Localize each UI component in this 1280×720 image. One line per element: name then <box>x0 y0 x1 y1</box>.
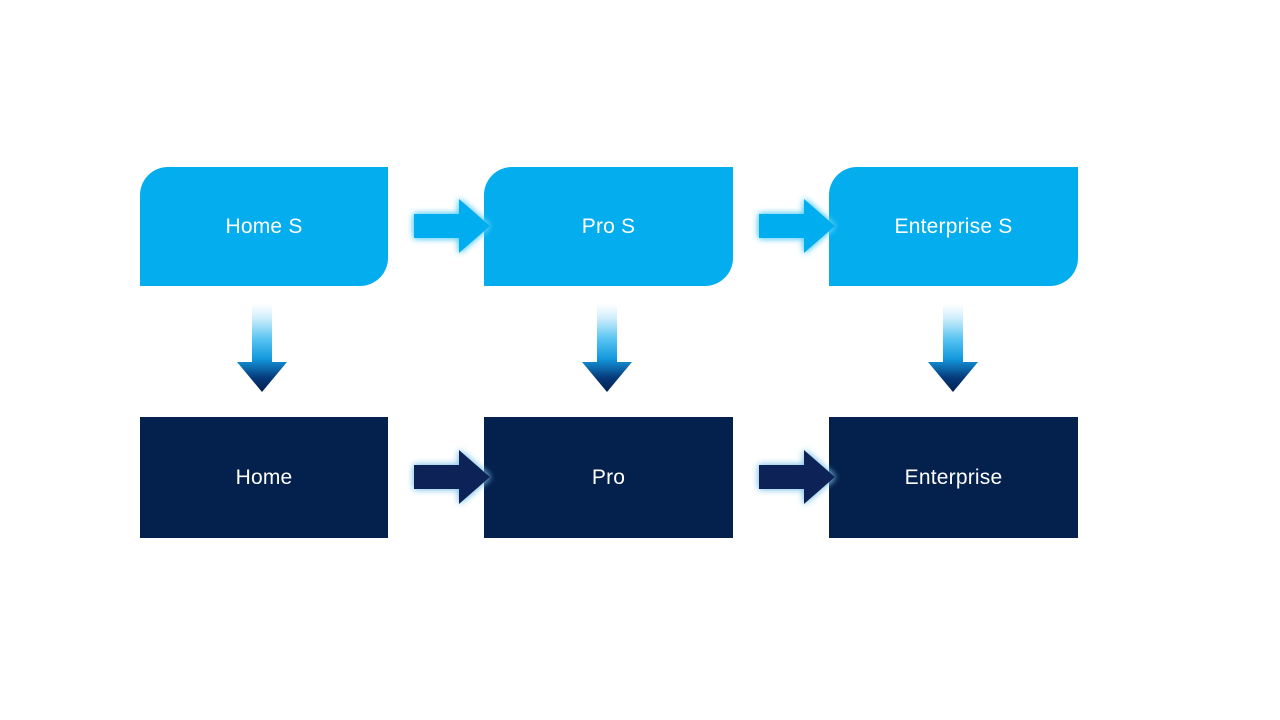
arrow-home-service-to-pro-service <box>404 190 500 262</box>
node-pro-product[interactable]: Pro <box>484 417 733 538</box>
arrow-home-product-to-pro-product <box>404 441 500 513</box>
node-pro-service[interactable]: Pro S <box>484 167 733 286</box>
node-home-service[interactable]: Home S <box>140 167 388 286</box>
right-arrow-icon <box>759 450 835 504</box>
node-label: Pro <box>591 465 626 489</box>
right-arrow-icon <box>414 199 490 253</box>
node-label: Home S <box>225 214 303 238</box>
down-arrow-icon <box>237 304 287 392</box>
node-label: Pro S <box>581 214 636 238</box>
node-enterprise-service[interactable]: Enterprise S <box>829 167 1078 286</box>
node-home-product[interactable]: Home <box>140 417 388 538</box>
node-label: Enterprise S <box>894 214 1013 238</box>
arrow-pro-service-to-enterprise-service <box>749 190 845 262</box>
arrow-enterprise-service-to-enterprise-product <box>919 300 987 400</box>
node-enterprise-product[interactable]: Enterprise <box>829 417 1078 538</box>
right-arrow-icon <box>759 199 835 253</box>
down-arrow-icon <box>582 304 632 392</box>
node-label: Enterprise <box>904 465 1003 489</box>
arrow-pro-service-to-pro-product <box>573 300 641 400</box>
arrow-pro-product-to-enterprise-product <box>749 441 845 513</box>
right-arrow-icon <box>414 450 490 504</box>
node-label: Home <box>235 465 293 489</box>
arrow-home-service-to-home-product <box>228 300 296 400</box>
down-arrow-icon <box>928 304 978 392</box>
